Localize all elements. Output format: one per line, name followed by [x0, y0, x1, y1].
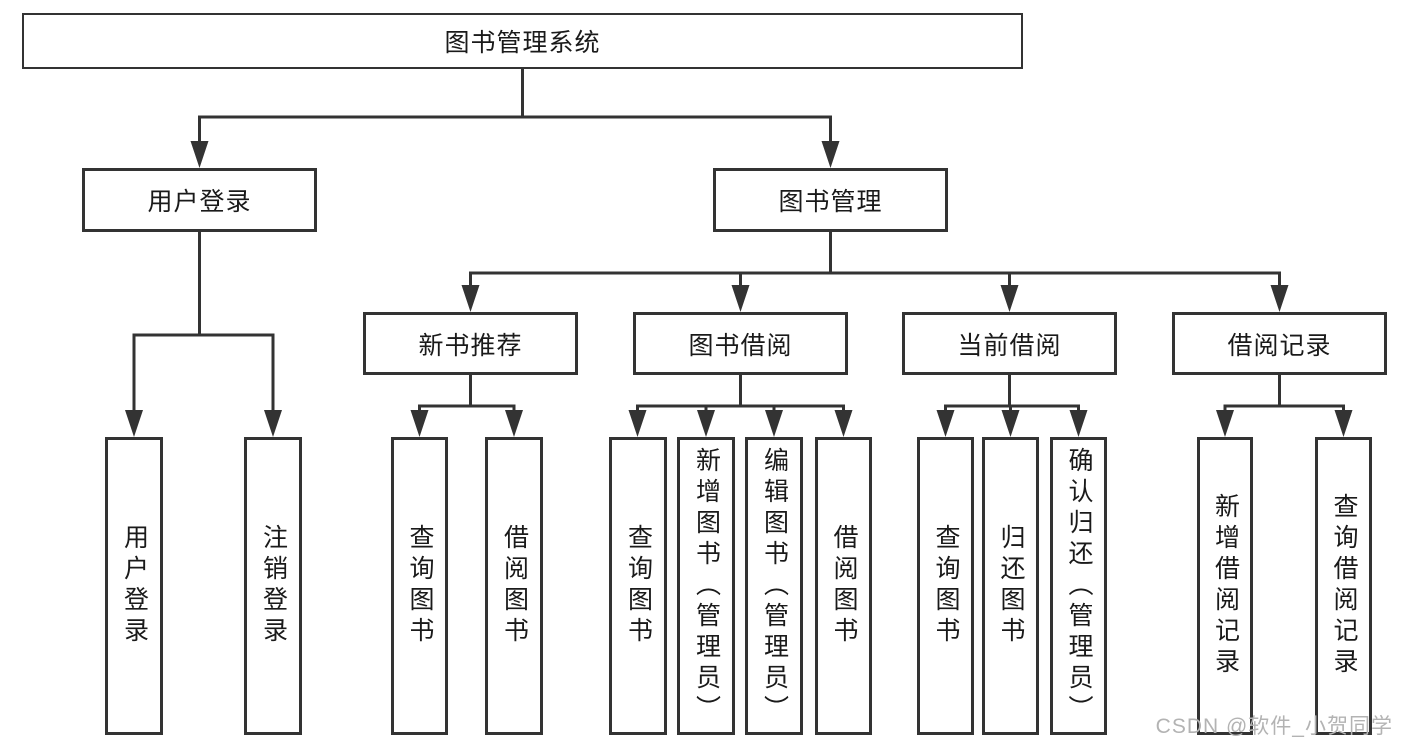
node-label: 新增借阅记录	[1211, 493, 1240, 679]
node-label: 新增图书（管理员）	[692, 446, 721, 726]
node-label: 用户登录	[147, 188, 252, 216]
node-leaf-edit-book: 编辑图书（管理员）	[745, 437, 803, 735]
arrowhead-icon	[264, 410, 282, 437]
arrowhead-icon	[1069, 410, 1088, 437]
node-leaf-confirm-return: 确认归还（管理员）	[1050, 437, 1107, 735]
node-leaf-borrow-books-1: 借阅图书	[485, 437, 543, 735]
node-leaf-query-books-3: 查询图书	[917, 437, 974, 735]
node-label: 借阅图书	[830, 524, 858, 648]
node-label: 归还图书	[997, 524, 1025, 648]
arrowhead-icon	[731, 285, 750, 312]
arrowhead-icon	[628, 410, 647, 437]
node-label: 注销登录	[259, 524, 288, 648]
node-label: 用户登录	[120, 524, 149, 648]
node-label: 查询图书	[406, 524, 434, 648]
node-root: 图书管理系统	[22, 13, 1023, 69]
arrowhead-icon	[936, 410, 955, 437]
node-leaf-query-record: 查询借阅记录	[1315, 437, 1372, 735]
node-leaf-user-login: 用户登录	[105, 437, 163, 735]
node-label: 编辑图书（管理员）	[760, 446, 789, 726]
node-leaf-add-book: 新增图书（管理员）	[677, 437, 735, 735]
arrowhead-icon	[461, 285, 480, 312]
node-leaf-add-record: 新增借阅记录	[1197, 437, 1253, 735]
arrowhead-icon	[190, 141, 209, 168]
node-borrow-records: 借阅记录	[1172, 312, 1387, 375]
arrowhead-icon	[125, 410, 143, 437]
node-book-mgmt: 图书管理	[713, 168, 948, 232]
node-label: 查询图书	[624, 524, 653, 648]
arrowhead-icon	[1270, 285, 1289, 312]
node-label: 图书借阅	[688, 331, 793, 360]
node-label: 图书管理	[778, 188, 883, 216]
node-leaf-return-book: 归还图书	[982, 437, 1039, 735]
arrowhead-icon	[1000, 285, 1019, 312]
node-leaf-query-books-2: 查询图书	[609, 437, 667, 735]
node-label: 当前借阅	[957, 331, 1062, 360]
node-label: 查询借阅记录	[1330, 493, 1358, 679]
arrowhead-icon	[1216, 410, 1234, 437]
node-new-books: 新书推荐	[363, 312, 578, 375]
node-book-borrow: 图书借阅	[633, 312, 848, 375]
arrowhead-icon	[1334, 410, 1353, 437]
arrowhead-icon	[834, 410, 853, 437]
node-label: 图书管理系统	[444, 29, 601, 57]
arrowhead-icon	[505, 410, 523, 437]
node-label: 借阅图书	[500, 524, 529, 648]
arrowhead-icon	[821, 141, 840, 168]
node-label: 查询图书	[932, 524, 960, 648]
node-label: 新书推荐	[418, 331, 523, 360]
arrowhead-icon	[697, 410, 715, 437]
node-label: 确认归还（管理员）	[1065, 446, 1093, 726]
arrowhead-icon	[1001, 410, 1020, 437]
arrowhead-icon	[765, 410, 783, 437]
arrowhead-icon	[410, 410, 429, 437]
watermark: CSDN @软件_小贺同学	[1155, 715, 1393, 738]
node-label: 借阅记录	[1227, 331, 1332, 360]
node-leaf-borrow-books-2: 借阅图书	[815, 437, 872, 735]
node-leaf-query-books-1: 查询图书	[391, 437, 448, 735]
node-leaf-logout: 注销登录	[244, 437, 302, 735]
node-current-borrow: 当前借阅	[902, 312, 1117, 375]
node-user-login: 用户登录	[82, 168, 317, 232]
